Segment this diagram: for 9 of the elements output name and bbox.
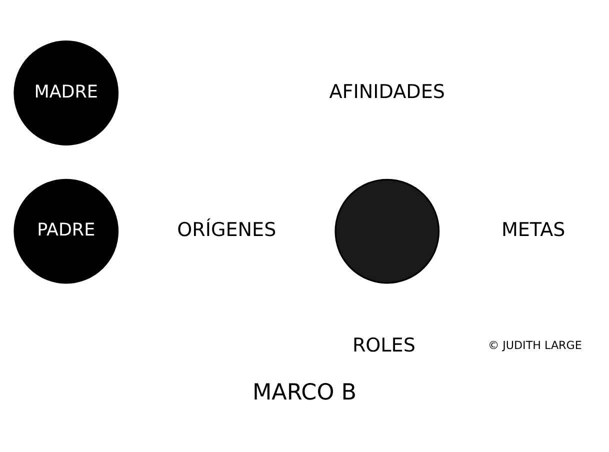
label: ORÍGENES [177, 218, 276, 241]
node-circle: PADRE [14, 178, 119, 284]
label: AFINIDADES [329, 80, 445, 102]
label: METAS [501, 218, 566, 241]
caption: MARCO B [252, 378, 357, 405]
node-circle [334, 178, 440, 284]
label: ROLES [352, 334, 416, 356]
node-circle: MADRE [14, 40, 119, 145]
label: © JUDITH LARGE [488, 338, 582, 352]
